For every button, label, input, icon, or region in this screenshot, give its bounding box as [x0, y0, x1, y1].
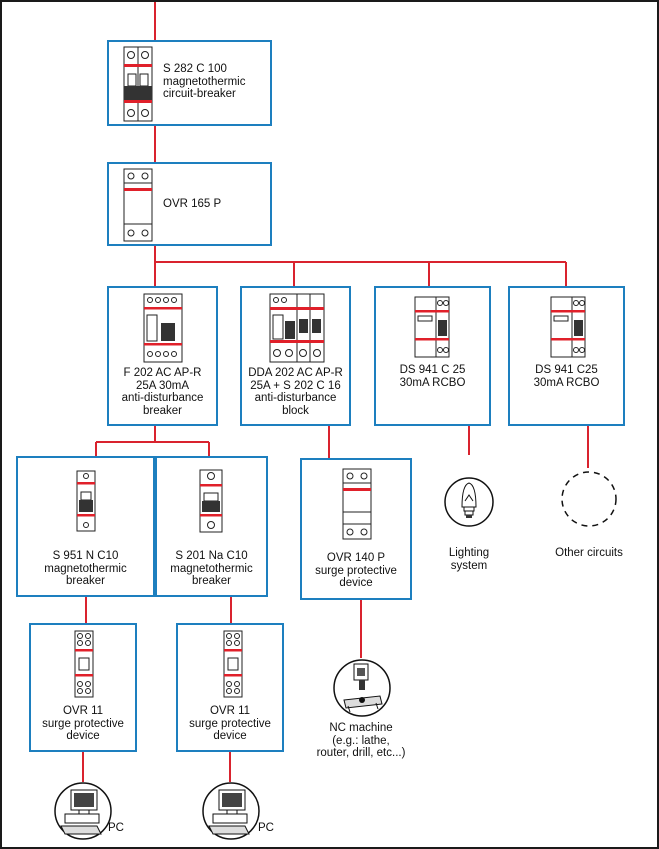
- rcbo-ds941-a-model: DS 941 C 25: [399, 364, 466, 376]
- nc-machine-icon: [333, 659, 391, 717]
- rcd-dda202-model: DDA 202 AC AP-R: [248, 367, 343, 379]
- pc-label-b: PC: [258, 822, 274, 834]
- lighting-label: Lighting: [448, 547, 490, 559]
- mcb-s201-type: magnetothermic: [170, 562, 253, 575]
- dashed-circle-icon: [561, 471, 617, 527]
- other-circuits-label: Other circuits: [555, 547, 623, 559]
- main-breaker-type: magnetothermic: [163, 75, 246, 88]
- lighting-label-2: system: [450, 559, 488, 572]
- rcd-dda202-rating: 25A + S 202 C 16: [250, 379, 341, 392]
- rcbo-ds941-b-box: DS 941 C25 30mA RCBO: [508, 286, 625, 426]
- light-bulb-icon: [444, 477, 494, 527]
- main-breaker-box: S 282 C 100 magnetothermic circuit-break…: [107, 40, 272, 126]
- spd-ovr140-box: OVR 140 P surge protective device: [300, 458, 412, 600]
- nc-machine-label: NC machine: [329, 722, 393, 734]
- surge-protector-narrow-icon: [74, 630, 94, 698]
- spd-ovr140-desc: device: [339, 577, 373, 589]
- main-breaker-desc: circuit-breaker: [163, 88, 236, 100]
- rcbo-icon: [414, 296, 450, 358]
- surge-protector-narrow-icon: [223, 630, 243, 698]
- rcd-f202-model: F 202 AC AP-R: [123, 367, 202, 379]
- rcd-dda202-type: anti-disturbance: [254, 392, 337, 404]
- rcd-block-icon: [269, 293, 325, 363]
- spd-ovr11-b-desc: device: [213, 730, 247, 742]
- main-spd-model: OVR 165 P: [163, 198, 222, 210]
- single-pole-breaker-icon: [76, 470, 96, 532]
- spd-ovr11-b-type: surge protective: [189, 717, 271, 730]
- rcd-dda202-box: DDA 202 AC AP-R 25A + S 202 C 16 anti-di…: [240, 286, 351, 426]
- mcb-s951-type: magnetothermic: [44, 562, 127, 575]
- rcbo-ds941-b-model: DS 941 C25: [535, 364, 598, 376]
- rcd-f202-rating: 25A 30mA: [135, 379, 190, 392]
- mcb-s201-box: S 201 Na C10 magnetothermic breaker: [155, 456, 268, 597]
- spd-ovr140-model: OVR 140 P: [326, 552, 386, 564]
- nc-machine-label-3: router, drill, etc...): [316, 747, 406, 759]
- rcd-f202-box: F 202 AC AP-R 25A 30mA anti-disturbance …: [107, 286, 218, 426]
- mcb-s951-box: S 951 N C10 magnetothermic breaker: [16, 456, 155, 597]
- spd-ovr11-b-model: OVR 11: [209, 705, 251, 717]
- residual-current-breaker-icon: [143, 293, 183, 363]
- computer-icon: [54, 782, 112, 840]
- rcbo-icon: [550, 296, 586, 358]
- rcbo-ds941-a-desc: 30mA RCBO: [399, 376, 466, 389]
- surge-protector-icon: [123, 168, 153, 242]
- rcbo-ds941-b-desc: 30mA RCBO: [533, 376, 600, 389]
- spd-ovr11-a-model: OVR 11: [62, 705, 104, 717]
- spd-ovr11-a-desc: device: [66, 730, 100, 742]
- rcd-f202-desc: breaker: [143, 404, 182, 417]
- pc-label-a: PC: [108, 822, 124, 834]
- surge-protector-icon: [342, 468, 372, 540]
- rcd-dda202-desc: block: [282, 404, 309, 417]
- main-breaker-model: S 282 C 100: [163, 63, 227, 75]
- computer-icon: [202, 782, 260, 840]
- spd-ovr11-a-box: OVR 11 surge protective device: [29, 623, 137, 752]
- spd-ovr11-a-type: surge protective: [42, 717, 124, 730]
- main-spd-box: OVR 165 P: [107, 162, 272, 246]
- mcb-s951-desc: breaker: [66, 575, 105, 587]
- double-pole-breaker-icon: [123, 46, 153, 122]
- single-pole-breaker-icon: [199, 469, 223, 533]
- mcb-s201-desc: breaker: [192, 575, 231, 587]
- rcd-f202-type: anti-disturbance: [121, 392, 204, 404]
- nc-machine-label-2: (e.g.: lathe,: [332, 734, 390, 747]
- rcbo-ds941-a-box: DS 941 C 25 30mA RCBO: [374, 286, 491, 426]
- spd-ovr11-b-box: OVR 11 surge protective device: [176, 623, 284, 752]
- mcb-s201-model: S 201 Na C10: [175, 550, 248, 562]
- spd-ovr140-type: surge protective: [315, 564, 397, 577]
- mcb-s951-model: S 951 N C10: [52, 550, 119, 562]
